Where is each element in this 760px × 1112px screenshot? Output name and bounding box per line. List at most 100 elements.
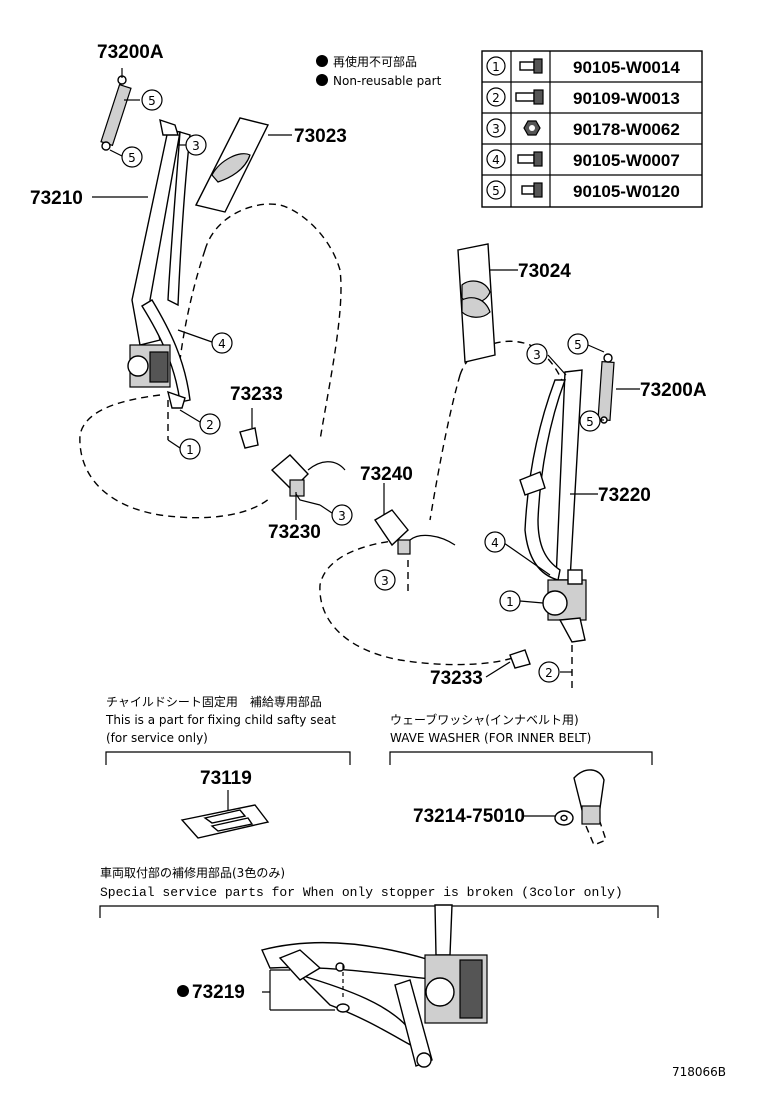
svg-text:3: 3 xyxy=(338,509,346,523)
stopper-jp: 車両取付部の補修用部品(3色のみ) xyxy=(100,865,285,880)
svg-text:3: 3 xyxy=(533,348,541,362)
row-number: 2 xyxy=(492,91,500,105)
table-row[interactable]: 3 90178-W0062 xyxy=(486,118,680,139)
stopper-en: Special service parts for When only stop… xyxy=(100,885,623,900)
svg-text:5: 5 xyxy=(148,94,156,108)
table-row[interactable]: 1 90105-W0014 xyxy=(486,56,680,77)
short-bolt-icon xyxy=(521,182,543,198)
figure-code: 718066B xyxy=(672,1065,726,1079)
svg-text:5: 5 xyxy=(574,338,582,352)
part-label-73023: 73023 xyxy=(294,126,347,147)
cover-left[interactable] xyxy=(239,427,259,449)
right-seat-cushion-outline xyxy=(319,539,521,666)
part-label-73233-left: 73233 xyxy=(230,384,283,405)
wave-washer-section: ウェーブワッシャ(インナベルト用) WAVE WASHER (FOR INNER… xyxy=(389,712,653,846)
table-row[interactable]: 5 90105-W0120 xyxy=(486,180,680,201)
part-label-73210: 73210 xyxy=(30,188,83,209)
part-label-73200A-right: 73200A xyxy=(640,380,707,401)
seat-belt-left[interactable] xyxy=(127,118,191,409)
child-seat-jp: チャイルドシート固定用 補給専用部品 xyxy=(106,694,322,709)
part-number: 90105-W0014 xyxy=(573,58,680,77)
part-label-73230: 73230 xyxy=(268,522,321,543)
part-label-73024: 73024 xyxy=(518,261,571,282)
shoulder-adjuster-left[interactable] xyxy=(100,68,140,158)
row-number: 5 xyxy=(492,184,500,198)
pillar-garnish-lower[interactable] xyxy=(457,243,496,363)
cover-right[interactable] xyxy=(509,649,531,669)
bolt-icon xyxy=(517,151,543,167)
belt-anchor-assembly[interactable] xyxy=(261,904,488,1068)
callout[interactable]: 2 xyxy=(538,661,560,683)
svg-text:2: 2 xyxy=(545,666,553,680)
callout[interactable]: 5 xyxy=(567,333,589,355)
bullet-icon xyxy=(316,55,328,67)
left-seat-back-outline xyxy=(204,203,342,441)
stopper-section: 車両取付部の補修用部品(3色のみ) Special service parts … xyxy=(99,865,659,1068)
child-seat-section: チャイルドシート固定用 補給専用部品 This is a part for fi… xyxy=(105,694,351,839)
callout[interactable]: 3 xyxy=(374,569,396,591)
callout[interactable]: 5 xyxy=(121,146,143,168)
legend-en: Non-reusable part xyxy=(333,74,442,88)
wave-washer-en: WAVE WASHER (FOR INNER BELT) xyxy=(390,731,591,745)
left-seat-cushion-outline xyxy=(79,394,271,519)
table-row[interactable]: 4 90105-W0007 xyxy=(486,149,680,170)
part-label-73214: 73214-75010 xyxy=(413,806,525,827)
wave-washer[interactable] xyxy=(554,810,574,826)
bolt-table: 1 90105-W0014 2 90109-W0013 3 90178-W006 xyxy=(481,50,703,208)
legend-jp: 再使用不可部品 xyxy=(333,54,417,69)
callout[interactable]: 5 xyxy=(579,410,601,432)
legend: 再使用不可部品 Non-reusable part xyxy=(316,54,442,88)
retractor-right xyxy=(542,569,587,621)
part-number: 90105-W0120 xyxy=(573,182,680,201)
svg-text:3: 3 xyxy=(381,574,389,588)
child-seat-en-1: This is a part for fixing child safty se… xyxy=(105,713,336,727)
buckle-left[interactable] xyxy=(270,454,346,506)
callout[interactable]: 1 xyxy=(179,438,201,460)
callout[interactable]: 3 xyxy=(526,343,548,365)
non-reusable-bullet-icon xyxy=(177,985,189,997)
callout[interactable]: 4 xyxy=(484,531,506,553)
part-number: 90105-W0007 xyxy=(573,151,680,170)
part-label-73219: 73219 xyxy=(192,982,245,1003)
part-label-73233-right: 73233 xyxy=(430,668,483,689)
svg-text:1: 1 xyxy=(186,443,194,457)
left-seat-back-side xyxy=(179,249,206,361)
svg-text:2: 2 xyxy=(206,418,214,432)
inner-belt-buckle[interactable] xyxy=(573,769,607,846)
callout[interactable]: 2 xyxy=(199,413,221,435)
child-seat-en-2: (for service only) xyxy=(106,731,208,745)
seat-belt-right[interactable] xyxy=(519,369,587,643)
part-label-73220: 73220 xyxy=(598,485,651,506)
long-bolt-icon xyxy=(515,89,544,105)
flange-bolt-icon xyxy=(519,58,543,74)
part-label-73240: 73240 xyxy=(360,464,413,485)
row-number: 1 xyxy=(492,60,500,74)
nut-icon xyxy=(523,120,541,136)
pillar-garnish-upper[interactable] xyxy=(194,117,270,213)
table-row[interactable]: 2 90109-W0013 xyxy=(486,87,680,108)
bullet-icon xyxy=(316,74,328,86)
part-number: 90109-W0013 xyxy=(573,89,680,108)
callout[interactable]: 1 xyxy=(499,590,521,612)
svg-text:1: 1 xyxy=(506,595,514,609)
svg-text:3: 3 xyxy=(192,139,200,153)
callout[interactable]: 4 xyxy=(211,332,233,354)
wave-washer-jp: ウェーブワッシャ(インナベルト用) xyxy=(390,712,579,727)
svg-text:4: 4 xyxy=(491,536,499,550)
callout[interactable]: 3 xyxy=(331,504,353,526)
shoulder-adjuster-right[interactable] xyxy=(597,353,615,424)
part-number: 90178-W0062 xyxy=(573,120,680,139)
part-label-73119: 73119 xyxy=(200,768,252,789)
part-label-73200A-left: 73200A xyxy=(97,42,164,63)
retractor-left xyxy=(127,344,171,388)
child-seat-bracket[interactable] xyxy=(180,804,270,839)
svg-text:5: 5 xyxy=(128,151,136,165)
callout[interactable]: 5 xyxy=(141,89,163,111)
svg-text:4: 4 xyxy=(218,337,226,351)
row-number: 3 xyxy=(492,122,500,136)
svg-text:5: 5 xyxy=(586,415,594,429)
callout[interactable]: 3 xyxy=(185,134,207,156)
stopper-button[interactable] xyxy=(278,949,350,1013)
buckle-right[interactable] xyxy=(374,509,456,555)
